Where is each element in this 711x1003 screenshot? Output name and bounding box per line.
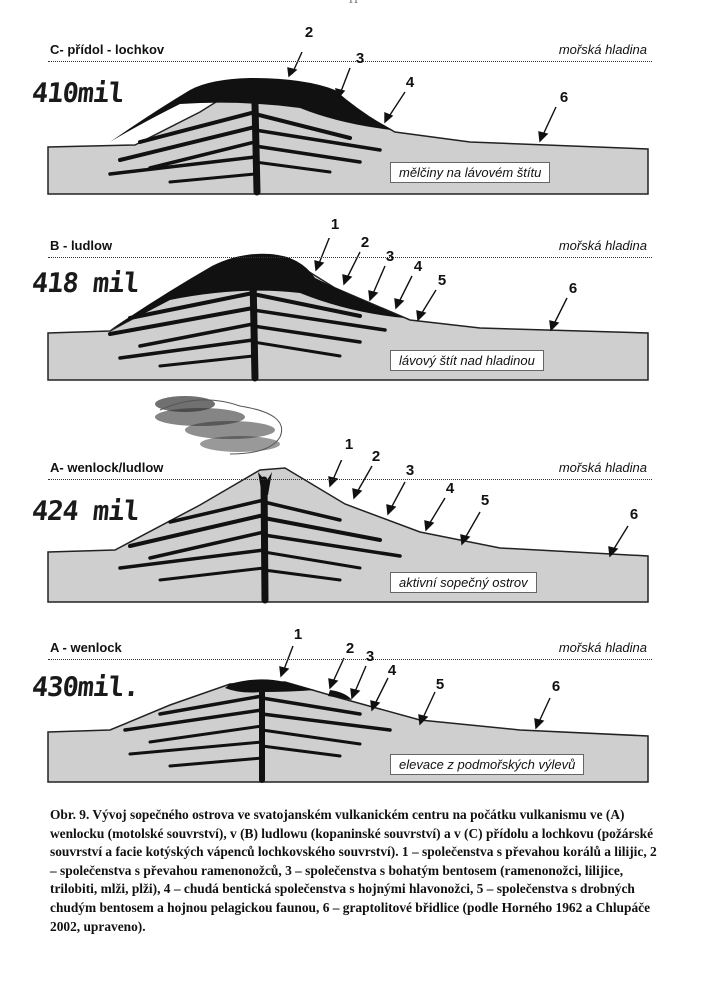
- panel-b-ludlow: B - ludlow mořská hladina 418 mil lávový…: [0, 216, 711, 388]
- figure-caption: Obr. 9. Vývoj sopečného ostrova ve svato…: [50, 806, 660, 936]
- panel-b-diagram: [47, 238, 649, 382]
- panel-a-wenlock: A - wenlock mořská hladina 430mil. eleva…: [0, 626, 711, 790]
- sea-level-line: [48, 659, 652, 660]
- arrows: [314, 238, 568, 332]
- label-1: 1: [344, 436, 354, 453]
- panel-a-wl-diagram: [47, 460, 649, 604]
- sea-level-label: mořská hladina: [558, 42, 647, 57]
- figure-caption-text: Obr. 9. Vývoj sopečného ostrova ve svato…: [50, 807, 657, 934]
- label-6: 6: [629, 506, 639, 523]
- label-6: 6: [559, 89, 569, 106]
- label-5: 5: [480, 492, 490, 509]
- label-1: 1: [330, 216, 340, 233]
- dike-swarm: [118, 476, 402, 604]
- panel-caption: mělčiny na lávovém štítu: [390, 162, 551, 183]
- label-4: 4: [445, 480, 455, 497]
- dike-swarm: [108, 274, 387, 382]
- panel-a-w-diagram: [47, 645, 649, 783]
- label-4: 4: [405, 74, 415, 91]
- label-3: 3: [355, 50, 365, 67]
- eruption-plume: [155, 396, 282, 455]
- dike-swarm: [123, 685, 392, 783]
- panel-caption: elevace z podmořských výlevů: [390, 754, 585, 775]
- sea-level-line: [48, 479, 652, 480]
- dike-swarm: [108, 100, 382, 196]
- label-4: 4: [413, 258, 423, 275]
- panel-title: A - wenlock: [50, 640, 122, 655]
- panel-c-pridol-lochkov: C- přídol - lochkov mořská hladina 410mi…: [0, 24, 711, 202]
- label-5: 5: [435, 676, 445, 693]
- sea-level-label: mořská hladina: [558, 460, 647, 475]
- age-annotation: 430mil.: [30, 672, 141, 703]
- label-3: 3: [385, 248, 395, 265]
- label-5: 5: [437, 272, 447, 289]
- age-annotation: 410mil: [30, 78, 126, 109]
- label-6: 6: [551, 678, 561, 695]
- age-annotation: 424 mil: [30, 496, 141, 527]
- label-2: 2: [345, 640, 355, 657]
- panel-caption: aktivní sopečný ostrov: [390, 572, 537, 593]
- lava-shield: [110, 253, 405, 330]
- label-3: 3: [365, 648, 375, 665]
- panel-caption: lávový štít nad hladinou: [390, 350, 544, 371]
- label-2: 2: [371, 448, 381, 465]
- arrows: [287, 51, 557, 143]
- panel-title: A- wenlock/ludlow: [50, 460, 164, 475]
- panel-title: B - ludlow: [50, 238, 113, 253]
- lava-cap: [110, 78, 392, 142]
- lava-flow: [225, 679, 315, 693]
- page-number: 11: [348, 0, 359, 6]
- panel-title: C- přídol - lochkov: [50, 42, 165, 57]
- label-3: 3: [405, 462, 415, 479]
- sea-level-line: [48, 61, 652, 62]
- label-2: 2: [360, 234, 370, 251]
- age-annotation: 418 mil: [30, 268, 141, 299]
- label-2: 2: [304, 24, 314, 41]
- sea-level-label: mořská hladina: [558, 238, 647, 253]
- sea-level-label: mořská hladina: [558, 640, 647, 655]
- label-1: 1: [293, 626, 303, 643]
- label-4: 4: [387, 662, 397, 679]
- lava-flow-right: [328, 690, 352, 700]
- label-6: 6: [568, 280, 578, 297]
- arrows: [328, 460, 629, 558]
- sea-level-line: [48, 257, 652, 258]
- panel-a-wenlock-ludlow: A- wenlock/ludlow mořská hladina 424 mil…: [0, 436, 711, 620]
- arrows: [279, 645, 551, 730]
